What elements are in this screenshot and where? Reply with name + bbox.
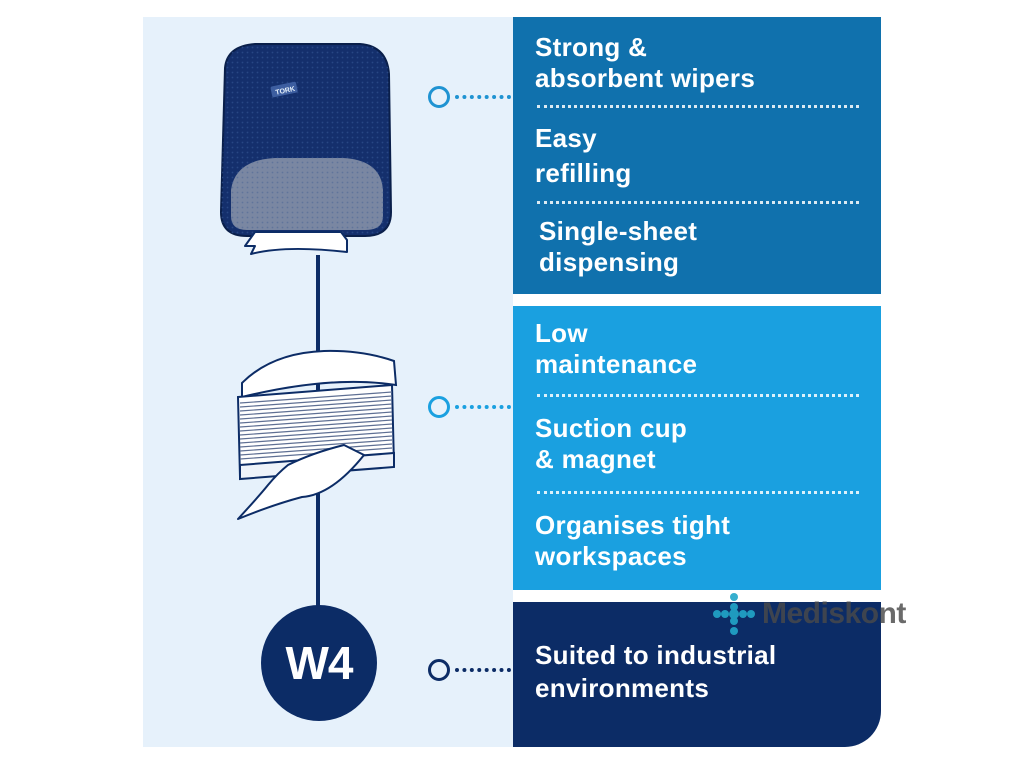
tork-logo [270,81,298,98]
feature-strong-absorbent: Strong & absorbent wipers [535,32,755,94]
feature-single-sheet: Single-sheet dispensing [539,216,697,278]
feature-line: & magnet [535,444,656,474]
feature-line: maintenance [535,349,698,379]
dotted-separator [537,394,859,397]
ring-dot-icon [428,396,450,418]
feature-line: Organises tight [535,510,731,540]
feature-line: dispensing [539,247,680,277]
feature-line: workspaces [535,541,687,571]
feature-line: absorbent wipers [535,63,756,93]
feature-line: Suited to industrial [535,640,777,670]
feature-low-maintenance: Low maintenance [535,318,697,380]
feature-line: Suction cup [535,413,688,443]
feature-line: refilling [535,158,632,188]
feature-block-dispenser: Strong & absorbent wipers Easy refilling… [513,17,881,294]
feature-block-w4: Suited to industrial environments [513,602,881,747]
feature-line: environments [535,673,710,703]
feature-organises-workspaces: Organises tight workspaces [535,510,730,572]
dotted-line [455,668,511,672]
ring-dot-icon [428,86,450,108]
mediskont-watermark: Mediskont [712,592,906,636]
dotted-line [455,405,511,409]
dotted-separator [537,201,859,204]
feature-line: Easy [535,123,597,153]
dotted-separator [537,105,859,108]
feature-industrial: Suited to industrial environments [535,640,776,704]
feature-block-refill: Low maintenance Suction cup & magnet Org… [513,306,881,590]
refill-pack-illustration [236,349,398,520]
feature-line: Single-sheet [539,216,698,246]
tork-brand-label: TORK [275,86,296,97]
w4-badge: W4 [261,605,377,721]
medical-cross-logo-icon [713,593,755,635]
dotted-line [455,95,511,99]
ring-dot-icon [428,659,450,681]
feature-suction-cup: Suction cup & magnet [535,413,687,475]
feature-easy-refilling: Easy refilling [535,123,632,189]
feature-line: Strong & [535,32,648,62]
watermark-text: Mediskont [762,597,906,630]
dotted-separator [537,491,859,494]
dispenser-illustration: TORK [219,43,393,255]
feature-line: Low [535,318,588,348]
